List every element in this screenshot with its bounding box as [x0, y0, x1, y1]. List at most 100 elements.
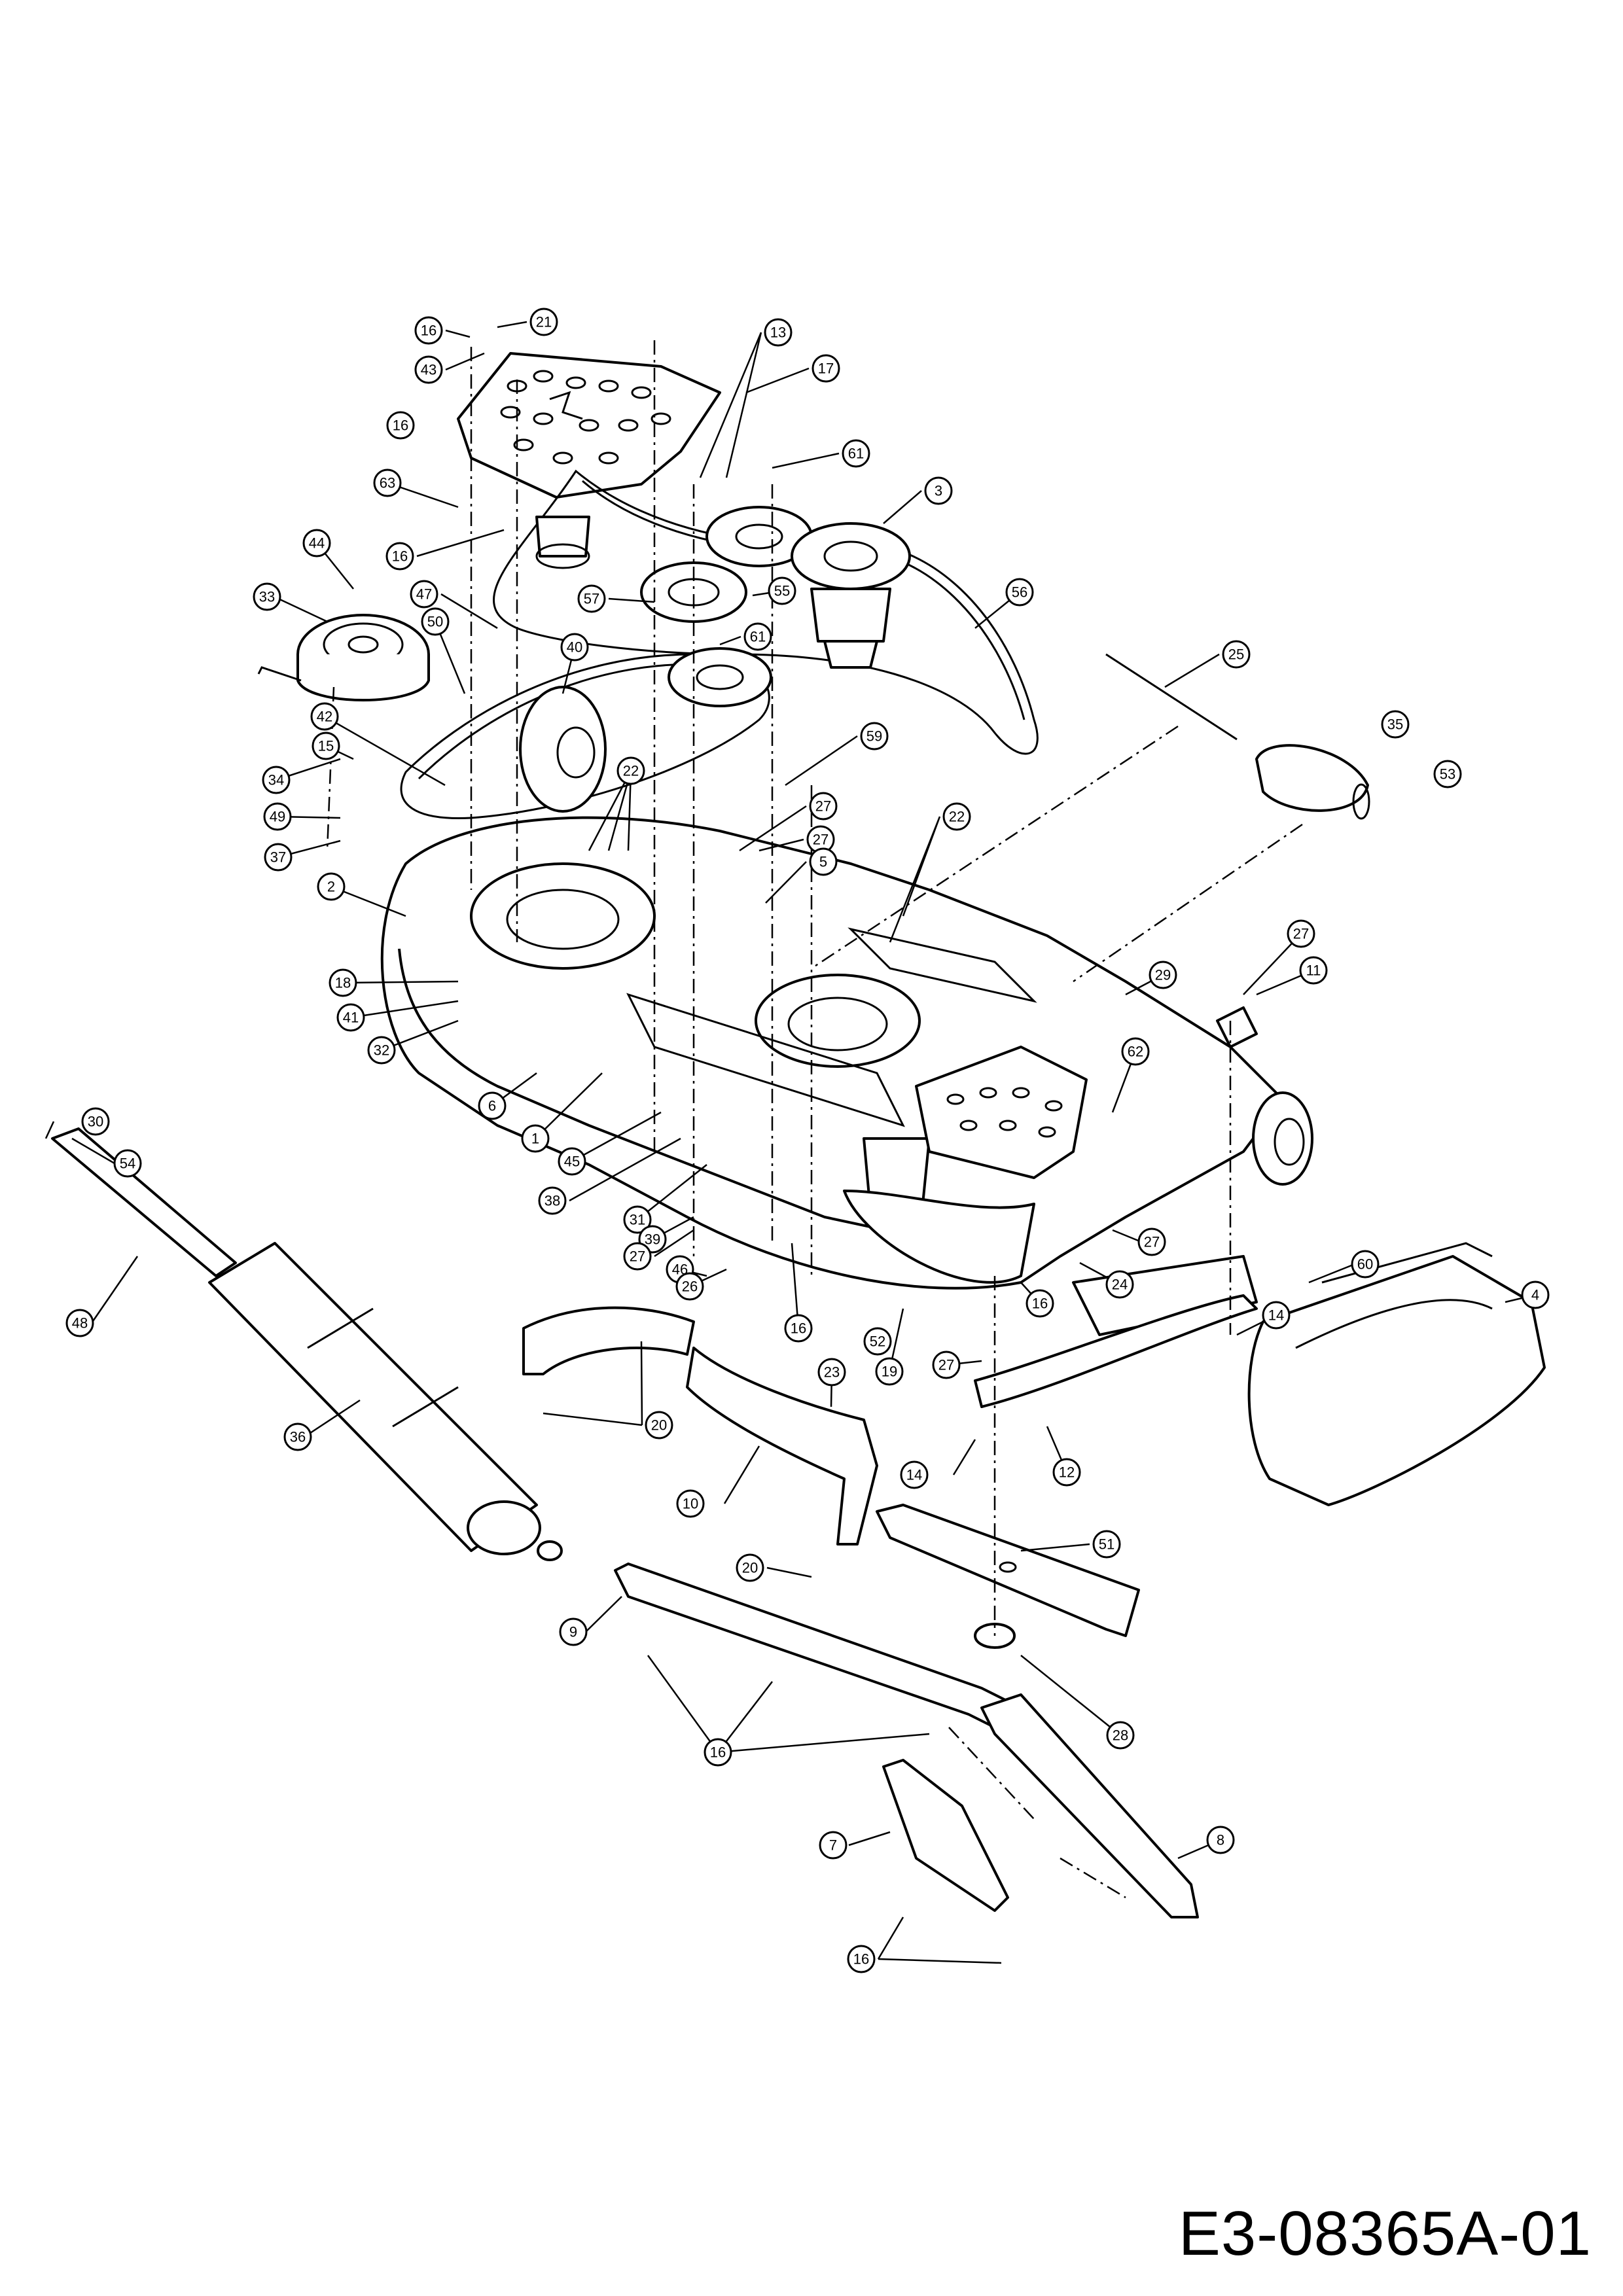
svg-text:16: 16	[1032, 1296, 1048, 1312]
callout: 30	[81, 1107, 110, 1136]
callout: 53	[1433, 760, 1462, 788]
svg-text:54: 54	[120, 1156, 135, 1172]
svg-text:38: 38	[544, 1193, 560, 1209]
callout: 61	[842, 439, 870, 468]
baffle-left	[522, 1306, 695, 1375]
callout: 12	[1052, 1458, 1081, 1487]
svg-text:34: 34	[268, 772, 284, 788]
svg-text:4: 4	[1531, 1287, 1539, 1303]
callouts: 16 21 43 16 13 17 61 3 63 16 44 33 47 50…	[65, 308, 1550, 1973]
callout: 62	[1121, 1037, 1150, 1066]
svg-text:23: 23	[824, 1364, 840, 1381]
callout: 9	[559, 1617, 588, 1646]
callout: 51	[1092, 1530, 1121, 1559]
svg-text:20: 20	[651, 1417, 667, 1434]
callout: 55	[768, 576, 796, 605]
mower-blade	[876, 1504, 1140, 1637]
callout: 31	[623, 1205, 652, 1234]
svg-text:16: 16	[853, 1951, 869, 1968]
svg-text:7: 7	[829, 1837, 837, 1854]
svg-text:5: 5	[819, 854, 827, 870]
callout: 22	[942, 802, 971, 831]
svg-text:27: 27	[1144, 1234, 1160, 1250]
svg-text:2: 2	[327, 879, 335, 895]
svg-text:42: 42	[317, 709, 332, 725]
svg-text:41: 41	[343, 1010, 359, 1026]
svg-text:51: 51	[1099, 1536, 1115, 1553]
callout: 29	[1149, 961, 1177, 989]
callout: 44	[302, 529, 331, 557]
svg-text:47: 47	[416, 586, 432, 603]
svg-text:21: 21	[536, 314, 552, 330]
callout: 16	[386, 411, 415, 440]
baffle-front	[686, 1347, 878, 1545]
callout: 48	[65, 1309, 94, 1337]
callout: 16	[704, 1738, 732, 1767]
callout: 27	[1137, 1227, 1166, 1256]
callout: 25	[1222, 640, 1251, 669]
svg-text:31: 31	[630, 1212, 645, 1228]
front-bracket-7	[882, 1759, 1009, 1912]
svg-text:27: 27	[1293, 926, 1309, 942]
callout: 22	[616, 756, 645, 785]
callout: 50	[421, 607, 450, 636]
svg-text:16: 16	[710, 1744, 726, 1761]
callout: 37	[264, 843, 293, 872]
callout: 16	[414, 316, 443, 345]
callout: 13	[764, 318, 793, 347]
svg-text:15: 15	[318, 738, 334, 754]
svg-text:30: 30	[88, 1114, 103, 1130]
svg-text:32: 32	[374, 1042, 389, 1059]
callout: 10	[676, 1489, 705, 1518]
svg-text:16: 16	[393, 417, 408, 434]
callout: 24	[1105, 1270, 1134, 1299]
svg-text:26: 26	[682, 1279, 698, 1295]
callout: 38	[538, 1186, 567, 1215]
mower-deck-housing	[380, 816, 1284, 1290]
svg-text:53: 53	[1440, 766, 1455, 783]
callout: 1	[521, 1124, 550, 1153]
svg-text:19: 19	[882, 1364, 897, 1380]
svg-text:11: 11	[1306, 963, 1321, 979]
callout: 16	[784, 1314, 813, 1343]
anti-scalp-shaft	[51, 1127, 237, 1277]
callout: 19	[875, 1357, 904, 1386]
callout: 17	[812, 354, 840, 383]
callout: 61	[743, 622, 772, 651]
svg-text:12: 12	[1059, 1464, 1075, 1481]
svg-text:36: 36	[290, 1429, 306, 1445]
drive-belt	[400, 653, 770, 819]
callout: 32	[367, 1036, 396, 1065]
svg-text:1: 1	[531, 1131, 539, 1147]
callout: 16	[385, 542, 414, 571]
svg-text:55: 55	[774, 583, 790, 599]
callout: 18	[329, 968, 357, 997]
svg-text:25: 25	[1228, 646, 1244, 663]
svg-text:49: 49	[270, 809, 285, 825]
anti-scalp-roller	[208, 1242, 541, 1555]
deck-roller-35	[1255, 744, 1370, 820]
svg-text:50: 50	[427, 614, 443, 630]
callout: 45	[558, 1147, 586, 1176]
svg-text:35: 35	[1387, 716, 1403, 733]
assembly-lines	[326, 340, 1303, 1899]
callout: 52	[863, 1327, 892, 1356]
svg-text:17: 17	[818, 361, 834, 377]
callout: 27	[809, 792, 838, 821]
callout: 43	[414, 355, 443, 384]
svg-text:27: 27	[815, 798, 831, 815]
callout: 40	[560, 633, 589, 662]
svg-text:62: 62	[1128, 1044, 1143, 1060]
svg-text:13: 13	[770, 325, 786, 341]
belt-cover-left	[457, 352, 721, 499]
callout: 15	[312, 732, 340, 760]
svg-text:27: 27	[813, 832, 829, 848]
svg-text:52: 52	[870, 1333, 885, 1350]
deck-belt-cover-right	[915, 1046, 1088, 1179]
roller-bushing	[537, 1540, 563, 1561]
gauge-wheel-right	[1252, 1091, 1313, 1186]
svg-text:18: 18	[335, 975, 351, 991]
svg-text:57: 57	[584, 591, 599, 607]
callout: 2	[317, 872, 346, 901]
